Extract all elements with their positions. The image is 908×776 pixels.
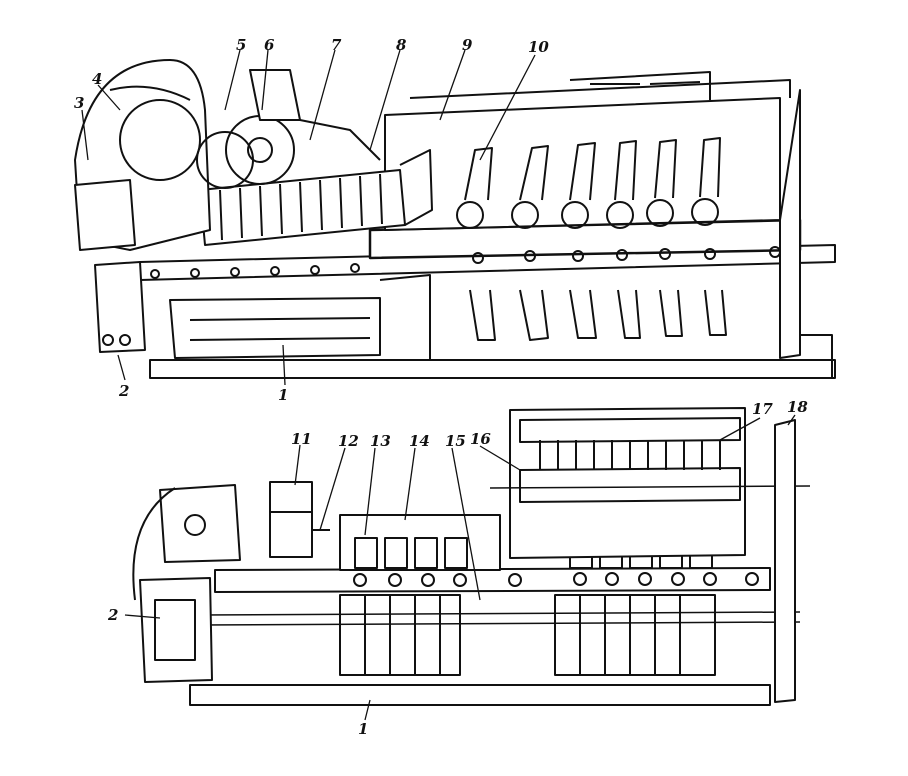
label-top-1: 1 [278, 386, 289, 404]
label-bottom-14: 14 [409, 432, 430, 450]
label-top-2: 2 [119, 382, 130, 400]
top-camshaft [199, 149, 433, 246]
bottom-view-assembly [132, 407, 811, 706]
label-top-4: 4 [92, 70, 103, 88]
top-view-assembly [74, 59, 836, 379]
label-bottom-11: 11 [291, 430, 312, 448]
label-top-9: 9 [462, 36, 473, 54]
top-rail-bolts [150, 246, 781, 279]
label-top-5: 5 [236, 36, 247, 54]
top-drive-motor [74, 59, 211, 353]
leader-lines [81, 49, 796, 721]
bottom-drive-motor [132, 481, 330, 683]
label-bottom-12: 12 [338, 432, 359, 450]
label-bottom-1: 1 [358, 720, 369, 738]
top-star-wheel [196, 69, 381, 189]
label-bottom-16: 16 [470, 430, 491, 448]
top-contact-rockers [456, 137, 727, 341]
bottom-upper-contacts [489, 407, 811, 559]
label-bottom-17: 17 [752, 400, 773, 418]
label-top-7: 7 [331, 36, 342, 54]
bottom-contactor-blocks [339, 537, 716, 676]
label-top-10: 10 [528, 38, 549, 56]
label-bottom-13: 13 [370, 432, 391, 450]
label-top-6: 6 [264, 36, 275, 54]
label-bottom-15: 15 [445, 432, 466, 450]
label-top-3: 3 [74, 94, 85, 112]
label-top-8: 8 [396, 36, 407, 54]
label-bottom-18: 18 [787, 398, 808, 416]
label-bottom-2: 2 [108, 606, 119, 624]
